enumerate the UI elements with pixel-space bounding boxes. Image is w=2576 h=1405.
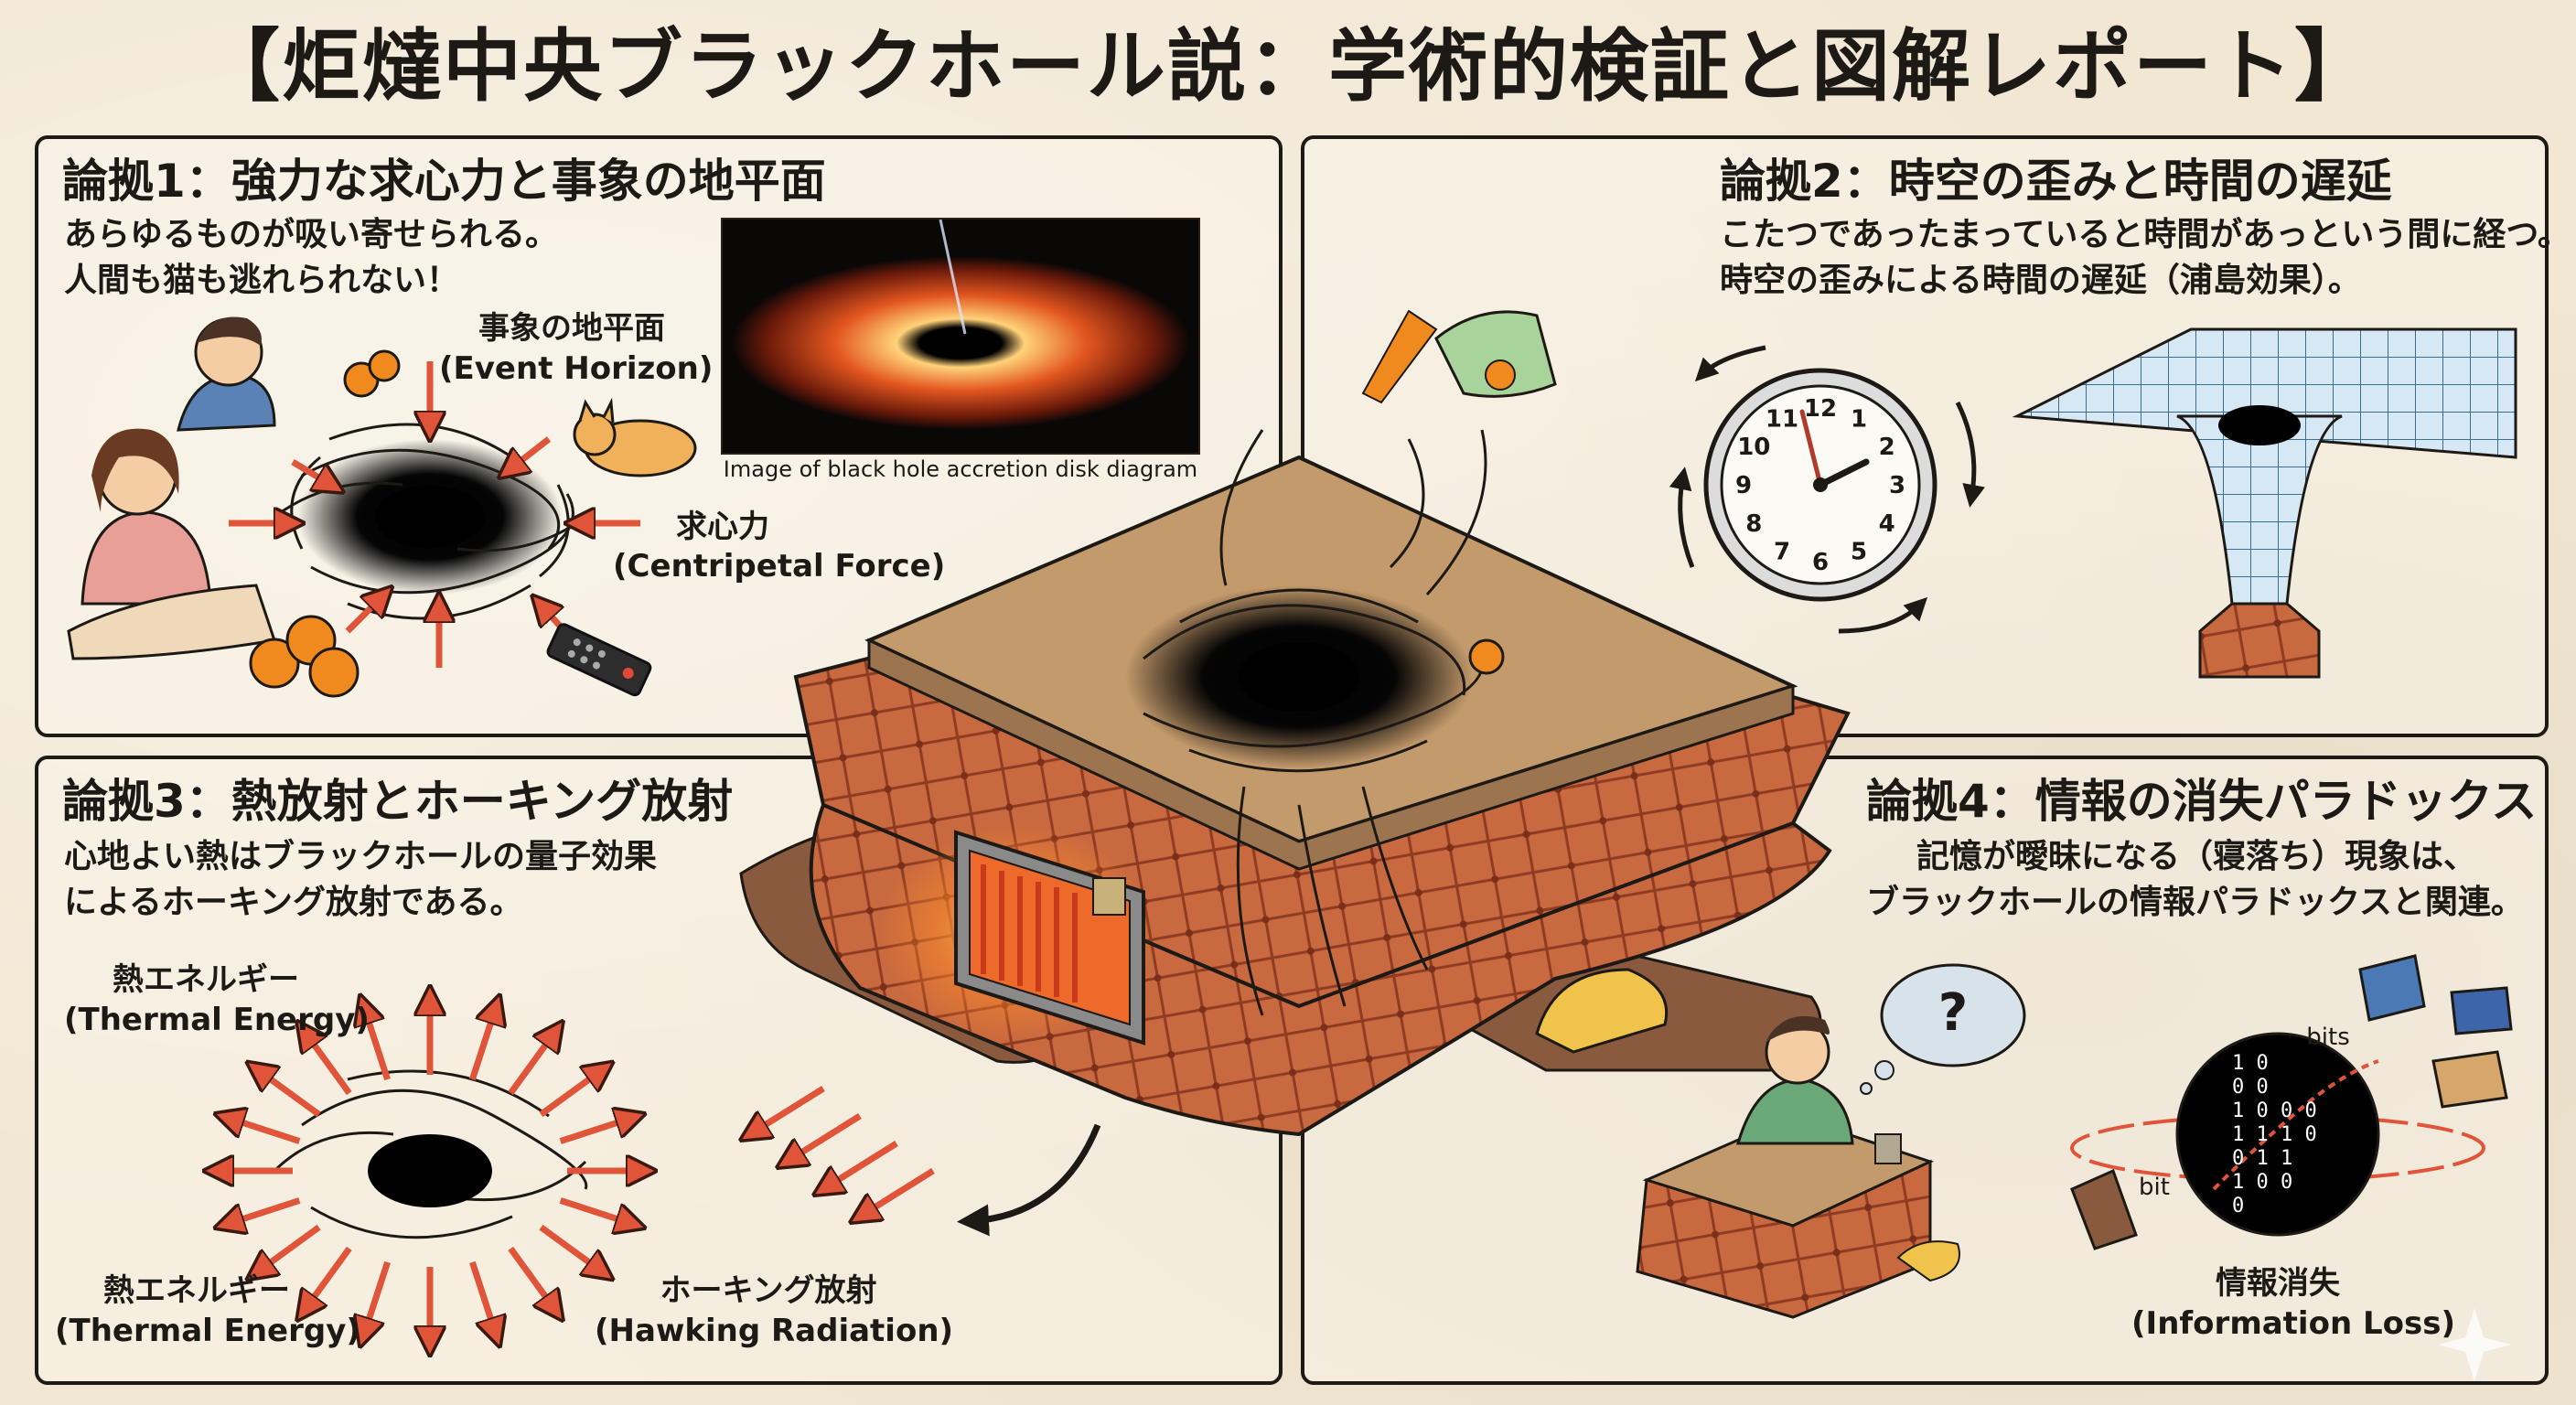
binary-row: 0 1 1 [2232, 1147, 2293, 1170]
heater-illustration [878, 823, 1153, 1046]
panel3-heading: 論拠3：熱放射とホーキング放射 [62, 775, 734, 828]
center-hawking-arrows [750, 1086, 935, 1217]
clock-number: 4 [1879, 510, 1895, 538]
binary-row: 1 0 [2232, 1052, 2269, 1075]
radiation-arrow [226, 1197, 301, 1224]
panel2-heading: 論拠2：時空の歪みと時間の遅延 [1720, 155, 2392, 208]
clock-number: 5 [1851, 539, 1867, 566]
panel1-woman-illustration [67, 428, 276, 660]
binary-row: 1 1 1 0 [2232, 1123, 2317, 1146]
bits-label: bits [2306, 1024, 2350, 1051]
radiation-arrow [304, 1246, 352, 1312]
centripetal-force-label-jp: 求心力 [676, 509, 769, 545]
hawking-radiation-label-en: (Hawking Radiation) [595, 1313, 954, 1349]
page-title: 【炬燵中央ブラックホール説：学術的検証と図解レポート】 [201, 21, 2375, 113]
radiation-arrow [363, 1005, 391, 1081]
thermal-energy-top-en: (Thermal Energy) [64, 1002, 370, 1038]
clock-number: 3 [1889, 472, 1905, 499]
radiation-arrow [226, 1117, 301, 1144]
radiation-arrow [539, 1068, 604, 1118]
panel4-book-icons [2070, 954, 2513, 1250]
clock-number: 12 [1804, 395, 1837, 423]
radiation-arrow [559, 1117, 635, 1144]
panel2-spacetime-funnel [2012, 327, 2517, 679]
panel3-line2: によるホーキング放射である。 [64, 884, 523, 921]
panel2-line1: こたつであったまっていると時間があっという間に経つ。 [1720, 216, 2571, 253]
hawking-radiation-label-jp: ホーキング放射 [660, 1272, 877, 1309]
accretion-disk-image [721, 218, 1200, 455]
panel2-motion-arrows [1669, 345, 1985, 634]
clock-number: 11 [1766, 405, 1798, 433]
binary-row: 1 0 0 [2232, 1171, 2293, 1194]
panel1-cat-illustration [573, 397, 697, 477]
panel4-sleepy-person [1636, 1015, 1960, 1319]
panel4-black-hole-sphere [2070, 1032, 2485, 1237]
thermal-energy-bottom-en: (Thermal Energy) [55, 1313, 360, 1349]
radiation-arrow [469, 1005, 496, 1081]
panel1-orange-icons [249, 349, 401, 698]
panel4-heading: 論拠4：情報の消失パラドックス [1866, 775, 2538, 828]
binary-row: 1 0 0 0 [2232, 1099, 2317, 1122]
radiation-arrow [469, 1260, 496, 1336]
panel4-line1: 記憶が曖昧になる（寝落ち）現象は、 [1916, 838, 2477, 875]
event-horizon-label-en: (Event Horizon) [439, 350, 714, 387]
clock-number: 8 [1745, 510, 1762, 538]
panel1-inward-arrows [229, 361, 640, 668]
panel2-line2: 時空の歪みによる時間の遅延（浦島効果）。 [1720, 262, 2361, 299]
centripetal-force-label-en: (Centripetal Force) [613, 548, 946, 585]
binary-row: 0 0 [2232, 1076, 2269, 1099]
sparkle-icon [2438, 1308, 2511, 1381]
information-loss-label-jp: 情報消失 [2216, 1265, 2340, 1302]
panel3-radiation-arrows [215, 997, 645, 1345]
clock-number: 7 [1774, 539, 1790, 566]
thermal-energy-bottom-jp: 熱エネルギー [103, 1272, 290, 1309]
radiation-arrow [256, 1068, 321, 1118]
binary-stream: 1 0 0 0 1 0 0 0 1 1 1 0 0 1 1 1 0 0 0 [2232, 1052, 2351, 1218]
accretion-disk-caption: Image of black hole accretion disk diagr… [723, 456, 1198, 482]
information-loss-label-en: (Information Loss) [2131, 1305, 2456, 1342]
panel3-black-hole [273, 1069, 588, 1239]
radiation-arrow [304, 1030, 352, 1096]
radiation-arrow [256, 1224, 321, 1273]
clock-number: 10 [1737, 434, 1770, 461]
cat-under-kotatsu [1535, 968, 1669, 1054]
panel4-line2: ブラックホールの情報パラドックスと関連。 [1866, 884, 2524, 921]
panel1-black-hole [274, 423, 586, 620]
panel1-line1: あらゆるものが吸い寄せられる。 [64, 216, 559, 253]
panel1-heading: 論拠1：強力な求心力と事象の地平面 [62, 155, 826, 208]
clock-number: 6 [1812, 549, 1829, 576]
radiation-arrow [363, 1260, 391, 1336]
radiation-arrow [508, 1246, 556, 1312]
question-mark: ? [1937, 983, 1969, 1043]
clock-number: 1 [1851, 405, 1867, 433]
panel1-line2: 人間も猫も逃れられない！ [64, 262, 460, 299]
event-horizon-label-jp: 事象の地平面 [478, 310, 665, 347]
panel1-remote-icon [546, 623, 652, 697]
panel4-thought-bubble [1860, 963, 2026, 1095]
panel1-man-illustration [177, 316, 276, 432]
center-curved-arrow [957, 1123, 1101, 1237]
clock-number: 9 [1735, 472, 1752, 499]
binary-row: 0 [2232, 1195, 2245, 1217]
radiation-arrow [559, 1197, 635, 1224]
thermal-energy-top-jp: 熱エネルギー [113, 961, 299, 998]
radiation-arrow [508, 1030, 556, 1096]
radiation-arrow [539, 1224, 604, 1273]
bit-label: bit [2139, 1174, 2170, 1201]
clock-number: 2 [1879, 434, 1895, 461]
panel3-line1: 心地よい熱はブラックホールの量子効果 [64, 838, 658, 875]
